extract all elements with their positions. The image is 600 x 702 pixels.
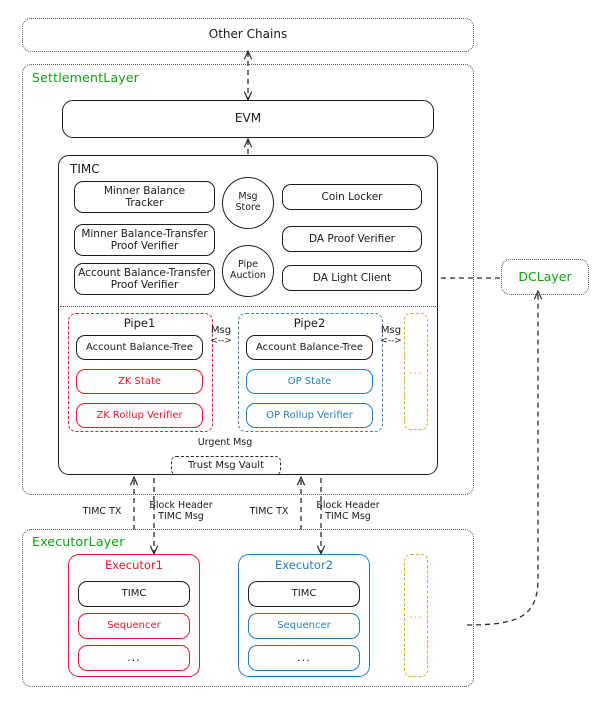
executor1-more-label: ... [127,650,141,664]
evm-box[interactable]: EVM [62,100,434,138]
da-light-client-box[interactable]: DA Light Client [282,265,422,291]
pipe-auction-label: Pipe Auction [230,259,266,281]
pipe1-account-balance-tree-box[interactable]: Account Balance-Tree [76,335,203,360]
block-header-label-2: Block Header TIMC Msg [316,500,380,523]
pipe-more-box[interactable]: ... [404,313,428,430]
urgent-msg-label: Urgent Msg [197,437,253,448]
pipe2-op-state-label: OP State [287,375,332,387]
executor2-sequencer-box[interactable]: Sequencer [248,613,360,639]
other-chains-container [22,18,474,52]
msg-link-1-arrow: <--> [210,335,232,346]
pipe2-account-balance-tree-label: Account Balance-Tree [256,341,363,353]
pipe1-zk-rollup-verifier-label: ZK Rollup Verifier [96,409,183,421]
pipe2-op-rollup-verifier-label: OP Rollup Verifier [266,409,353,421]
settlement-layer-label: SettlementLayer [32,70,140,85]
executor-layer-container [22,529,474,687]
msg-link-1-label: Msg [210,325,232,336]
executor-more-label: ... [409,608,423,622]
evm-label: EVM [234,111,262,126]
pipe-more-label: ... [409,364,423,378]
coin-locker-box[interactable]: Coin Locker [282,184,422,210]
executor-layer-label: ExecutorLayer [32,534,125,549]
da-light-client-label: DA Light Client [312,271,392,284]
executor2-more-box[interactable]: ... [248,645,360,671]
executor2-timc-label: TIMC [291,588,317,600]
executor-more-box[interactable]: ... [404,554,428,677]
trust-msg-vault-box[interactable]: Trust Msg Vault [171,456,281,475]
msg-link-1: Msg <--> [205,325,237,346]
minner-balance-tracker-box[interactable]: Minner Balance Tracker [74,181,215,213]
executor2-title: Executor2 [275,558,333,572]
executor2-timc-box[interactable]: TIMC [248,581,360,607]
executor1-timc-label: TIMC [121,588,147,600]
account-balance-transfer-proof-verifier-box[interactable]: Account Balance-Transfer Proof Verifier [74,263,215,295]
msg-link-2-arrow: <--> [380,335,402,346]
timc-tx-label-2: TIMC TX [249,506,289,517]
da-proof-verifier-box[interactable]: DA Proof Verifier [282,226,422,252]
executor1-sequencer-box[interactable]: Sequencer [78,613,190,639]
pipe2-op-state-box[interactable]: OP State [246,369,373,394]
pipe1-account-balance-tree-label: Account Balance-Tree [86,341,193,353]
dclayer-label: DCLayer [518,268,572,284]
pipe1-title: Pipe1 [123,316,156,330]
minner-balance-tracker-label: Minner Balance Tracker [103,184,186,209]
da-proof-verifier-label: DA Proof Verifier [309,232,395,245]
msg-store-circle[interactable]: Msg Store [222,177,274,229]
coin-locker-label: Coin Locker [321,190,383,203]
dclayer-box[interactable]: DCLayer [501,259,589,295]
pipe1-zk-rollup-verifier-box[interactable]: ZK Rollup Verifier [76,403,203,428]
minner-balance-transfer-proof-verifier-box[interactable]: Minner Balance-Transfer Proof Verifier [74,224,215,256]
executor2-more-label: ... [297,650,311,664]
timc-divider [60,306,436,307]
account-balance-transfer-proof-verifier-label: Account Balance-Transfer Proof Verifier [78,266,211,291]
msg-link-2: Msg <--> [375,325,407,346]
executor1-sequencer-label: Sequencer [107,620,161,632]
pipe2-op-rollup-verifier-box[interactable]: OP Rollup Verifier [246,403,373,428]
executor1-timc-box[interactable]: TIMC [78,581,190,607]
minner-balance-transfer-proof-verifier-label: Minner Balance-Transfer Proof Verifier [81,227,208,252]
msg-store-label: Msg Store [235,191,261,213]
trust-msg-vault-label: Trust Msg Vault [188,459,264,471]
block-header-label-1: Block Header TIMC Msg [149,500,213,523]
pipe1-zk-state-label: ZK State [117,375,162,387]
pipe-auction-circle[interactable]: Pipe Auction [222,245,274,297]
executor1-title: Executor1 [105,558,163,572]
msg-link-2-label: Msg [380,325,402,336]
pipe2-title: Pipe2 [293,316,326,330]
executor2-sequencer-label: Sequencer [277,620,331,632]
pipe1-container [68,313,213,432]
settlement-layer-container [22,64,474,495]
other-chains-label: Other Chains [208,27,288,42]
executor1-more-box[interactable]: ... [78,645,190,671]
timc-title: TIMC [70,162,100,176]
pipe2-account-balance-tree-box[interactable]: Account Balance-Tree [246,335,373,360]
pipe1-zk-state-box[interactable]: ZK State [76,369,203,394]
timc-tx-label-1: TIMC TX [82,506,122,517]
pipe2-container [238,313,383,432]
